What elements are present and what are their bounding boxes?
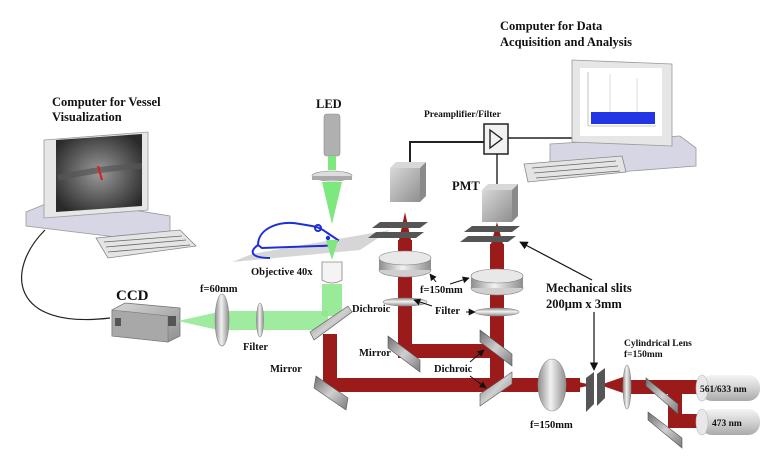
signal-trace <box>591 112 655 124</box>
filter-imaging <box>256 302 264 338</box>
led-illumination: LED <box>311 97 353 224</box>
led-focused-beam <box>322 182 342 224</box>
slit-blade-1 <box>586 372 594 412</box>
ccd-camera: CCD <box>111 288 181 343</box>
preamplifier <box>483 123 509 155</box>
computer-data-label-1: Computer for Data <box>500 19 603 33</box>
slit-blade-2 <box>597 368 605 406</box>
led-beam <box>328 156 336 170</box>
cylindrical-lens <box>622 364 632 410</box>
pmt-right <box>482 184 518 222</box>
slits-left <box>368 222 428 238</box>
red-beam-path <box>323 212 708 428</box>
laser-561-633-label: 561/633 nm <box>700 385 747 395</box>
laser-561-633: 561/633 nm <box>695 374 760 402</box>
mouse-icon <box>251 222 340 259</box>
dichroic-main-label: Dichroic <box>352 304 391 315</box>
objective-lens <box>321 261 343 284</box>
laser-473-label: 473 nm <box>712 419 742 429</box>
dichroic-lower <box>479 371 513 407</box>
ccd-cable <box>21 229 111 321</box>
laser-combiner-dichroic <box>645 377 679 415</box>
computer-data-acquisition: Computer for Data Acquisition and Analys… <box>500 19 697 183</box>
lens-f150-left <box>378 250 432 278</box>
ccd-label: CCD <box>116 288 149 304</box>
computer-data-label-2: Acquisition and Analysis <box>500 35 632 49</box>
computer-vessel-label-1: Computer for Vessel <box>52 95 161 109</box>
laser-combiner-mirror <box>647 411 683 449</box>
lens-f150-bottom <box>537 358 567 412</box>
mirror-left <box>313 375 349 411</box>
cyl-lens-label-1: Cylindrical Lens <box>624 339 692 349</box>
slits-upper-arrow <box>519 241 593 281</box>
excitation-spot-beam <box>326 240 338 260</box>
mirror-left-label: Mirror <box>270 364 302 375</box>
cyl-lens-label-2: f=150mm <box>624 350 663 360</box>
vessel-marker <box>96 165 104 181</box>
filter-right-column <box>474 307 520 317</box>
slits-label-1: Mechanical slits <box>546 281 632 295</box>
pmt-label: PMT <box>452 179 480 193</box>
preamp-label: Preamplifier/Filter <box>424 110 502 120</box>
led-source <box>323 113 341 157</box>
filter-pair-label: Filter <box>435 306 460 317</box>
f150-right-arrow <box>449 276 470 285</box>
ccd-vent <box>115 318 121 326</box>
f150-left-arrow <box>429 273 437 283</box>
filter-imaging-label: Filter <box>243 342 268 353</box>
green-beam-cone <box>178 312 218 330</box>
dichroic-upper-arrow <box>469 349 485 363</box>
red-beam-objective-down <box>323 334 337 392</box>
dichroic-pair-label: Dichroic <box>434 364 473 375</box>
computer-vessel-label-2: Visualization <box>52 110 122 124</box>
pmt-left-cable <box>409 141 484 162</box>
lens-f60 <box>214 293 230 347</box>
ccd-lens-port <box>168 316 176 326</box>
led-label: LED <box>316 97 342 111</box>
red-beam-focus-in <box>560 378 592 392</box>
amplifier-triangle-icon <box>489 128 504 150</box>
pmt-left <box>390 162 426 202</box>
dichroic-upper <box>479 329 513 367</box>
lens-f60-label: f=60mm <box>200 284 238 295</box>
f150-bottom-label: f=150mm <box>530 420 573 431</box>
mirror-mid-label: Mirror <box>359 348 391 359</box>
computer-vessel-visualization: Computer for Vessel Visualization <box>21 95 197 321</box>
f150-pair-label: f=150mm <box>420 285 463 296</box>
laser-473: 473 nm <box>695 408 760 436</box>
red-beam-focus-out <box>600 376 626 394</box>
red-beam-laser-lower <box>668 414 704 428</box>
mirror-mid <box>387 335 421 373</box>
green-beam-vertical <box>322 284 342 316</box>
dichroic-main <box>309 305 353 341</box>
objective-label: Objective 40x <box>251 267 313 278</box>
filter-left-arrow <box>413 298 433 307</box>
dichroic-lower-arrow <box>469 375 487 389</box>
green-beam-horizontal <box>218 311 328 330</box>
slits-right <box>460 226 520 242</box>
slits-label-2: 200μm x 3mm <box>546 297 622 311</box>
lens-f150-right <box>470 268 524 296</box>
data-monitor-screen <box>580 68 662 136</box>
